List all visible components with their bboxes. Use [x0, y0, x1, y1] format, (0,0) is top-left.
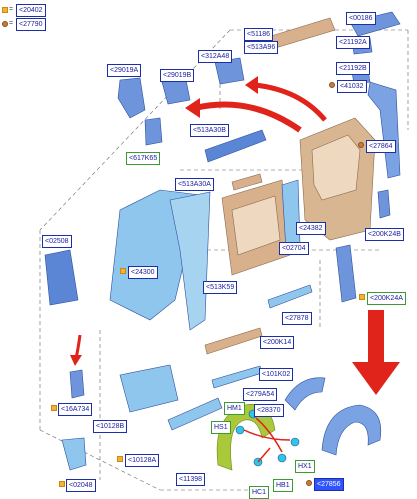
legend-dot-equals: = [9, 20, 14, 27]
part-11398-wheelhouse [216, 403, 276, 471]
label-21192a[interactable]: <21192A [336, 36, 370, 49]
parts [44, 11, 401, 471]
part-513a30b [204, 129, 267, 163]
square-16a734-icon [51, 405, 57, 411]
part-side-frame-right-window [311, 134, 361, 201]
part-513a30a-bar [231, 173, 263, 191]
part-02048 [61, 437, 87, 471]
clip-hs1 [235, 425, 245, 435]
legend-dot-code[interactable]: <27790 [16, 18, 46, 31]
label-02704[interactable]: <02704 [279, 242, 309, 255]
part-27856-wheel-arch [321, 404, 382, 456]
label-hs1[interactable]: HS1 [211, 421, 231, 434]
part-16a734 [69, 369, 85, 399]
big-arrow-shaft [368, 310, 384, 365]
label-27864[interactable]: <27864 [366, 140, 396, 153]
label-200k24a[interactable]: <200K24A [367, 292, 406, 305]
dot-27864-icon [358, 142, 364, 148]
label-02048[interactable]: <02048 [66, 479, 96, 492]
label-51186[interactable]: <51186 [244, 28, 274, 41]
label-513a96[interactable]: <513A96 [244, 41, 279, 54]
label-29019a[interactable]: <29019A [107, 64, 142, 77]
part-29019b [161, 79, 191, 105]
label-513a30b[interactable]: <513A30B [190, 124, 229, 137]
label-200k24b[interactable]: <200K24B [365, 228, 404, 241]
label-00186[interactable]: <00186 [346, 12, 376, 25]
square-24300-icon [120, 268, 126, 274]
legend-square-icon [2, 7, 8, 13]
label-312a48[interactable]: <312A48 [198, 50, 233, 63]
label-513k59[interactable]: <513K59 [203, 281, 238, 294]
part-101k02 [211, 365, 263, 389]
label-24382[interactable]: <24382 [296, 222, 326, 235]
label-10128b[interactable]: <10128B [93, 420, 128, 433]
part-29019a [117, 77, 146, 119]
wheelhouse-arrows [243, 417, 291, 463]
part-279a54 [284, 377, 326, 411]
legend-square-code[interactable]: <20402 [16, 4, 46, 17]
label-28370[interactable]: <28370 [254, 404, 284, 417]
arrow-head-left-part [70, 355, 82, 366]
label-11398[interactable]: <11398 [176, 473, 206, 486]
legend-square-equals: = [9, 6, 14, 13]
part-10128b [119, 364, 179, 413]
label-02508[interactable]: <02508 [42, 235, 72, 248]
square-200k24a-icon [359, 294, 365, 300]
part-200k24a [335, 244, 357, 303]
part-200k24b [377, 189, 391, 219]
label-27878[interactable]: <27878 [282, 312, 312, 325]
label-hm1[interactable]: HM1 [224, 402, 245, 415]
dot-41032-icon [329, 82, 335, 88]
label-29019b[interactable]: <29019B [160, 69, 195, 82]
label-10128a[interactable]: <10128A [125, 454, 160, 467]
label-hb1[interactable]: HB1 [273, 479, 293, 492]
label-513a30a[interactable]: <513A30A [175, 178, 214, 191]
arrow-to-upper-left [194, 101, 302, 133]
part-10128a [167, 397, 223, 431]
label-617k65[interactable]: <617K65 [126, 152, 161, 165]
square-02048-icon [59, 481, 65, 487]
part-hinge-pillar [169, 191, 211, 331]
label-16a734[interactable]: <16A734 [58, 403, 93, 416]
part-side-frame-middle-window [231, 195, 281, 256]
part-617k65 [144, 117, 163, 146]
legend-dot-icon [2, 21, 8, 27]
label-hx1[interactable]: HX1 [295, 460, 315, 473]
label-101k02[interactable]: <101K02 [259, 368, 294, 381]
arrow-head-upper-left [185, 98, 200, 118]
label-27856[interactable]: <27856 [314, 478, 344, 491]
label-21192b[interactable]: <21192B [336, 62, 370, 75]
label-24300[interactable]: <24300 [128, 266, 158, 279]
label-200k14[interactable]: <200K14 [260, 336, 295, 349]
arrow-to-roof-rail [254, 82, 327, 122]
part-200k14 [204, 327, 263, 355]
part-27878 [267, 284, 313, 309]
label-279a54[interactable]: <279A54 [243, 388, 278, 401]
clip-hb1 [277, 453, 287, 463]
big-arrow-head [352, 362, 400, 395]
part-c-pillar [367, 81, 401, 179]
label-41032[interactable]: <41032 [337, 80, 367, 93]
dot-27856-icon [306, 480, 312, 486]
label-hc1[interactable]: HC1 [249, 486, 270, 499]
square-10128a-icon [117, 456, 123, 462]
arrow-to-left-part [74, 334, 82, 359]
clip-hx1 [290, 437, 300, 447]
arrow-head-roof-rail [245, 76, 258, 94]
part-02508 [44, 249, 79, 306]
